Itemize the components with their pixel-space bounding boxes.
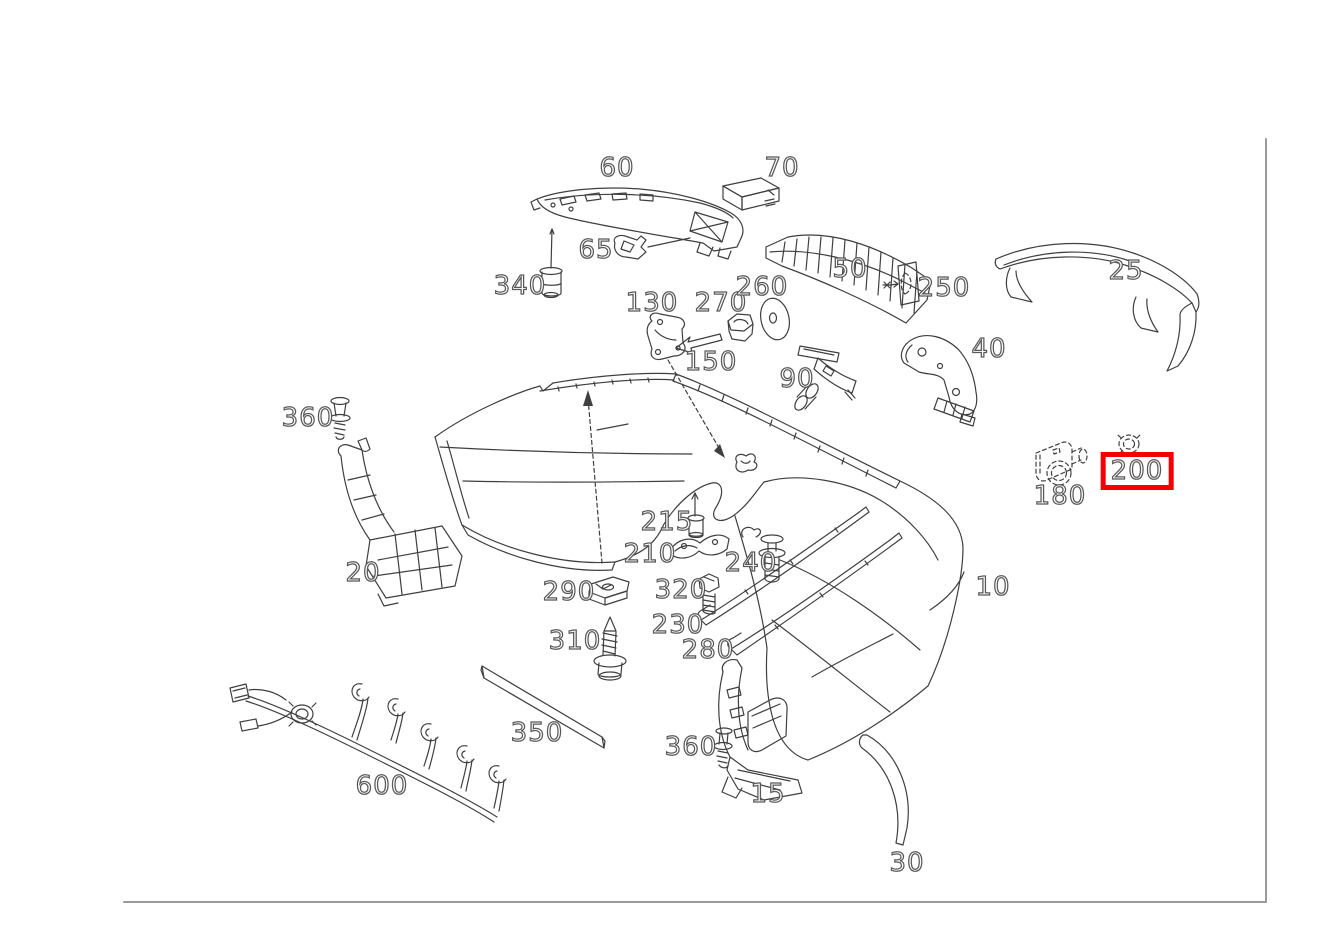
part-230-drawing <box>697 506 870 626</box>
part-250-drawing <box>882 261 920 306</box>
part-label-90[interactable]: 90 <box>779 364 815 394</box>
part-25-drawing <box>994 242 1200 372</box>
part-150-arrow-drawing <box>675 333 723 354</box>
part-label-20[interactable]: 20 <box>345 558 381 588</box>
part-10-bumper-drawing <box>434 372 965 761</box>
part-90-drawing <box>794 345 857 411</box>
part-label-25[interactable]: 25 <box>1108 256 1144 286</box>
part-label-65[interactable]: 65 <box>578 235 614 265</box>
part-20-drawing <box>329 396 463 607</box>
part-label-215[interactable]: 215 <box>640 507 694 537</box>
part-label-230[interactable]: 230 <box>651 610 705 640</box>
part-290-drawing <box>588 576 630 606</box>
part-label-280[interactable]: 280 <box>681 635 735 665</box>
part-label-200[interactable]: 200 <box>1100 452 1174 490</box>
part-60-drawing <box>530 187 744 260</box>
part-label-10[interactable]: 10 <box>975 572 1011 602</box>
part-215-drawing <box>687 492 705 539</box>
part-label-260[interactable]: 260 <box>735 272 789 302</box>
part-15-drawing <box>713 659 803 801</box>
part-210-drawing <box>670 534 730 559</box>
part-280-drawing <box>727 532 903 656</box>
part-label-360-bottom[interactable]: 360 <box>664 732 718 762</box>
part-label-270[interactable]: 270 <box>694 288 748 318</box>
frame-border <box>123 138 1267 903</box>
part-label-210[interactable]: 210 <box>623 539 677 569</box>
part-260-drawing <box>760 297 790 341</box>
part-50-drawing <box>765 234 932 324</box>
part-label-130[interactable]: 130 <box>625 288 679 318</box>
part-label-290[interactable]: 290 <box>542 577 596 607</box>
part-label-350[interactable]: 350 <box>510 718 564 748</box>
part-label-600[interactable]: 600 <box>355 771 409 801</box>
part-label-250[interactable]: 250 <box>917 273 971 303</box>
part-label-180[interactable]: 180 <box>1033 481 1087 511</box>
part-label-15[interactable]: 15 <box>750 779 786 809</box>
part-label-150[interactable]: 150 <box>684 347 738 377</box>
part-label-50[interactable]: 50 <box>832 254 868 284</box>
part-label-320[interactable]: 320 <box>654 575 708 605</box>
part-label-310[interactable]: 310 <box>548 626 602 656</box>
part-350-drawing <box>480 665 606 749</box>
part-320-drawing <box>698 573 720 615</box>
part-label-60[interactable]: 60 <box>599 153 635 183</box>
part-30-drawing <box>858 734 909 846</box>
part-270-drawing <box>727 313 754 342</box>
part-label-340[interactable]: 340 <box>493 271 547 301</box>
part-label-70[interactable]: 70 <box>764 153 800 183</box>
part-label-30[interactable]: 30 <box>889 848 925 878</box>
part-label-360-left[interactable]: 360 <box>281 403 335 433</box>
part-340-drawing <box>539 228 563 299</box>
part-180-sensor-drawing <box>1035 441 1088 486</box>
part-label-40[interactable]: 40 <box>971 334 1007 364</box>
part-40-drawing <box>900 335 978 427</box>
part-240-drawing <box>741 526 786 583</box>
part-70-drawing <box>722 177 780 211</box>
part-65-drawing <box>613 234 647 260</box>
part-label-240[interactable]: 240 <box>724 548 778 578</box>
part-600-harness-drawing <box>229 683 507 823</box>
part-310-drawing <box>593 616 627 681</box>
